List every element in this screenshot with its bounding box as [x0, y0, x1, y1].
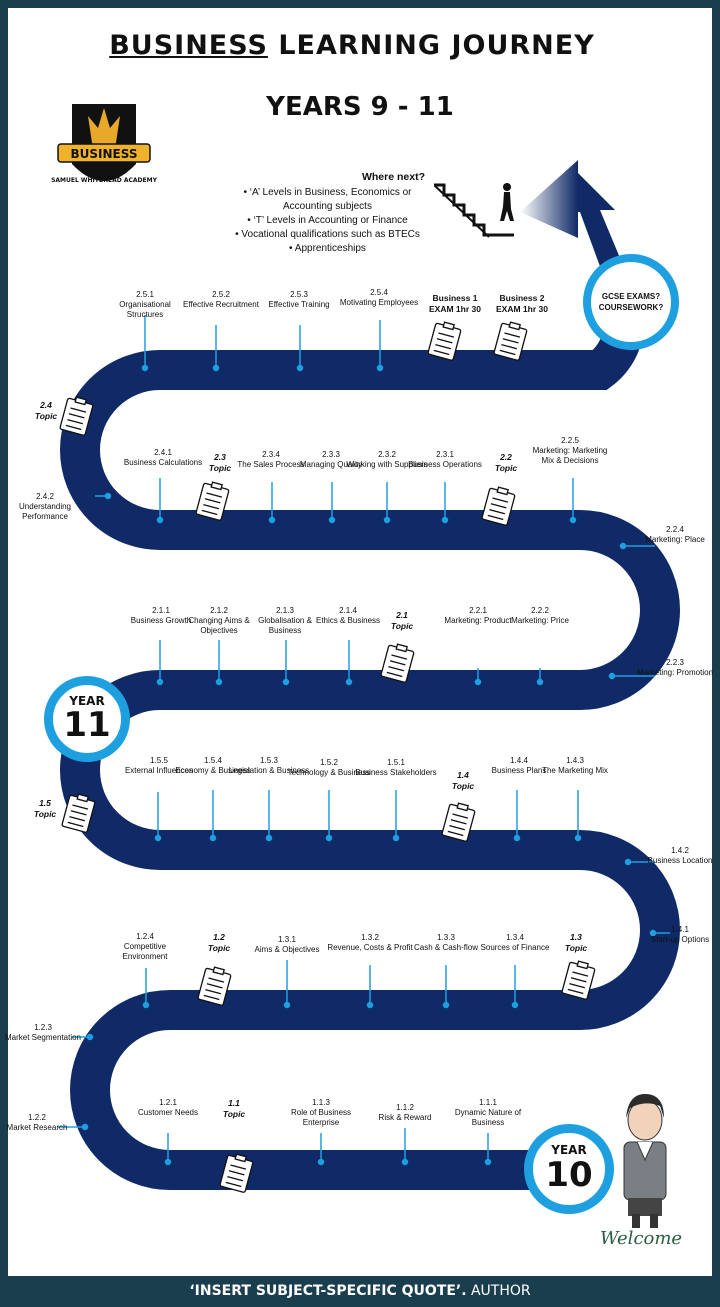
clipboard-icon: [219, 1153, 254, 1193]
where-next-box: Where next? ‘A’ Levels in Business, Econ…: [230, 170, 425, 256]
page-subtitle: YEARS 9 - 11: [266, 92, 454, 122]
clipboard-icon: [61, 793, 96, 833]
clipboard-icon: [195, 481, 230, 521]
where-next-item: Vocational qualifications such as BTECs: [230, 228, 425, 242]
svg-text:SAMUEL WHITBREAD ACADEMY: SAMUEL WHITBREAD ACADEMY: [51, 177, 158, 184]
academy-logo: BUSINESS SAMUEL WHITBREAD ACADEMY: [51, 104, 158, 184]
year-10-circle: YEAR 10: [524, 1124, 614, 1214]
gcse-circle: GCSE EXAMS?COURSEWORK?: [583, 254, 679, 350]
footer-quote: ‘INSERT SUBJECT-SPECIFIC QUOTE’. AUTHOR: [189, 1283, 531, 1299]
welcome-script: Welcome: [600, 1228, 683, 1249]
svg-text:BUSINESS: BUSINESS: [71, 147, 138, 161]
year-11-circle: YEAR 11: [44, 676, 130, 762]
clipboard-icon: [197, 966, 232, 1006]
stairs-icon: [434, 183, 514, 238]
clipboard-icon: [427, 321, 462, 361]
clipboard-icon: [441, 802, 476, 842]
clipboard-icon: [561, 960, 596, 1000]
where-next-item: Apprenticeships: [230, 242, 425, 256]
clipboard-icon: [481, 486, 516, 526]
student-illustration: [623, 1094, 667, 1228]
where-next-item: ‘A’ Levels in Business, Economics or Acc…: [230, 186, 425, 214]
clipboard-icon: [59, 396, 94, 436]
clipboard-icon: [380, 643, 415, 683]
where-next-item: ‘T’ Levels in Accounting or Finance: [230, 214, 425, 228]
page-title: BUSINESS LEARNING JOURNEY: [109, 30, 595, 61]
clipboard-icon: [493, 321, 528, 361]
